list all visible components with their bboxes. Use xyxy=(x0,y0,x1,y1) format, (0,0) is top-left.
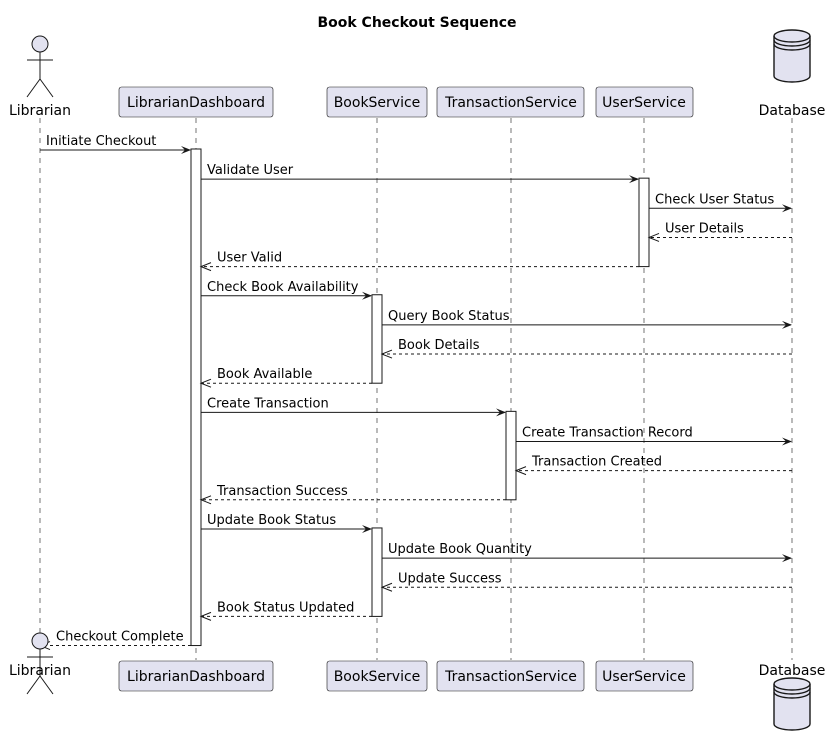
message-label: Check User Status xyxy=(655,192,775,207)
message-validate-user: Validate User xyxy=(201,163,639,184)
database-icon xyxy=(773,677,811,731)
message-label: Update Book Status xyxy=(207,513,336,528)
message-label: Create Transaction xyxy=(207,396,329,411)
activation-bar-book xyxy=(371,294,383,384)
actor-icon xyxy=(26,35,54,98)
activation-bar-dashboard xyxy=(190,148,202,647)
message-book-available: Book Available xyxy=(199,367,372,388)
filled-arrowhead-icon xyxy=(362,291,372,300)
message-label: Create Transaction Record xyxy=(522,426,693,441)
message-query-book-status: Query Book Status xyxy=(382,309,792,329)
actor-bottom-librarian: Librarian xyxy=(9,632,71,695)
filled-arrowhead-icon xyxy=(782,320,792,329)
message-label: Update Success xyxy=(398,571,502,586)
participant-top-dashboard: LibrarianDashboard xyxy=(118,86,274,118)
message-create-transaction: Create Transaction xyxy=(201,396,506,417)
message-label: User Valid xyxy=(217,251,282,266)
database-bottom: Database xyxy=(759,663,826,731)
message-label: Checkout Complete xyxy=(56,630,184,645)
message-label: Book Status Updated xyxy=(217,600,354,615)
message-initiate-checkout: Initiate Checkout xyxy=(40,134,191,154)
participant-label: Database xyxy=(759,103,826,119)
participant-box xyxy=(436,660,585,692)
message-label: Update Book Quantity xyxy=(388,542,532,557)
participant-bottom-user: UserService xyxy=(595,660,694,692)
participant-label: UserService xyxy=(602,95,686,111)
participant-bottom-transaction: TransactionService xyxy=(436,660,585,692)
participant-top-book: BookService xyxy=(326,86,428,118)
participant-box xyxy=(436,86,585,118)
message-label: Transaction Success xyxy=(216,484,348,499)
message-check-user-status: Check User Status xyxy=(649,192,792,213)
message-label: Validate User xyxy=(207,163,294,178)
filled-arrowhead-icon xyxy=(629,175,639,184)
open-arrowhead-icon xyxy=(199,611,212,621)
participant-label: BookService xyxy=(334,95,421,111)
message-create-transaction-record: Create Transaction Record xyxy=(516,426,792,446)
open-arrowhead-icon xyxy=(199,495,212,505)
filled-arrowhead-icon xyxy=(496,408,506,417)
message-label: Initiate Checkout xyxy=(46,134,156,149)
filled-arrowhead-icon xyxy=(782,204,792,213)
activation-bar-user xyxy=(638,177,650,268)
open-arrowhead-icon xyxy=(380,582,393,592)
filled-arrowhead-icon xyxy=(782,437,792,446)
database-icon xyxy=(773,29,811,83)
participant-box xyxy=(118,86,274,118)
message-update-book-quantity: Update Book Quantity xyxy=(382,542,792,563)
actor-top-librarian: Librarian xyxy=(9,35,71,119)
participant-label: TransactionService xyxy=(444,669,577,685)
participant-top-transaction: TransactionService xyxy=(436,86,585,118)
message-label: User Details xyxy=(665,221,744,236)
message-update-success: Update Success xyxy=(380,571,792,592)
open-arrowhead-icon xyxy=(199,378,212,388)
participant-label: LibrarianDashboard xyxy=(127,669,265,685)
participants: LibrarianLibrarianLibrarianDashboardLibr… xyxy=(9,29,826,731)
participant-bottom-book: BookService xyxy=(326,660,428,692)
message-label: Book Available xyxy=(217,367,312,382)
message-label: Book Details xyxy=(398,338,480,353)
message-book-status-updated: Book Status Updated xyxy=(199,600,372,621)
message-label: Transaction Created xyxy=(531,455,662,470)
participant-label: TransactionService xyxy=(444,95,577,111)
participant-label: Database xyxy=(759,663,826,679)
participant-top-user: UserService xyxy=(595,86,694,118)
participant-box xyxy=(118,660,274,692)
activation-bars xyxy=(190,148,650,647)
participant-bottom-dashboard: LibrarianDashboard xyxy=(118,660,274,692)
message-book-details: Book Details xyxy=(380,338,792,359)
participant-label: Librarian xyxy=(9,663,71,679)
diagram-title: Book Checkout Sequence xyxy=(317,15,516,31)
message-user-valid: User Valid xyxy=(199,251,639,272)
participant-label: UserService xyxy=(602,669,686,685)
activation-bar-transaction xyxy=(505,410,517,501)
message-user-details: User Details xyxy=(647,221,792,242)
participant-box xyxy=(595,660,694,692)
open-arrowhead-icon xyxy=(199,262,212,272)
participant-label: LibrarianDashboard xyxy=(127,95,265,111)
participant-box xyxy=(326,660,428,692)
open-arrowhead-icon xyxy=(514,466,527,476)
message-label: Query Book Status xyxy=(388,309,510,324)
message-label: Check Book Availability xyxy=(207,280,359,295)
participant-box xyxy=(326,86,428,118)
actor-icon xyxy=(26,632,54,695)
message-transaction-success: Transaction Success xyxy=(199,484,506,505)
filled-arrowhead-icon xyxy=(362,524,372,533)
filled-arrowhead-icon xyxy=(181,146,191,154)
activation-bar-book xyxy=(371,527,383,617)
open-arrowhead-icon xyxy=(380,349,393,359)
participant-box xyxy=(595,86,694,118)
message-transaction-created: Transaction Created xyxy=(514,455,792,476)
message-checkout-complete: Checkout Complete xyxy=(38,630,191,651)
participant-label: BookService xyxy=(334,669,421,685)
filled-arrowhead-icon xyxy=(782,554,792,563)
open-arrowhead-icon xyxy=(647,232,660,242)
message-update-book-status: Update Book Status xyxy=(201,513,372,533)
participant-label: Librarian xyxy=(9,103,71,119)
database-top: Database xyxy=(759,29,826,119)
message-check-book-availability: Check Book Availability xyxy=(201,280,372,300)
